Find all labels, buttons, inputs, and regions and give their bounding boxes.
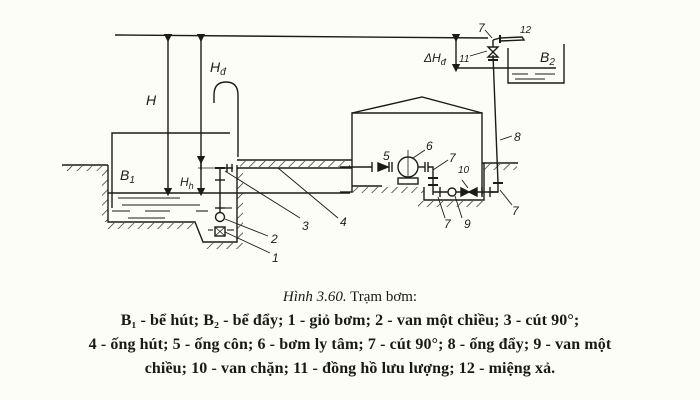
label-7-basement-right: 7	[512, 204, 520, 218]
label-4: 4	[340, 215, 347, 229]
label-8: 8	[514, 130, 521, 144]
outlet-12	[492, 36, 526, 42]
label-7-basement-left: 7	[444, 217, 452, 231]
cone-pipe-5	[377, 161, 390, 173]
label-Hd: Hđ	[210, 59, 227, 78]
check-valve-2	[214, 211, 226, 223]
caption-legend-line-3: chiều; 10 - van chặn; 11 - đồng hồ lưu l…	[144, 360, 556, 377]
b1-shelter	[111, 132, 230, 208]
label-B1: B1	[120, 167, 135, 186]
discharge-pipe-8	[492, 54, 499, 184]
label-3: 3	[302, 219, 309, 233]
pump-station-diagram: B1 B2 H Hđ Hh ΔHđ 1 2 3 4 5 6 7 7 7 7 8 …	[62, 21, 565, 265]
label-7-top: 7	[478, 21, 486, 35]
label-5: 5	[383, 149, 390, 163]
label-9: 9	[464, 217, 471, 231]
pump-house	[351, 112, 483, 195]
figure-title: Trạm bơm:	[346, 289, 418, 305]
check-valve-9	[447, 187, 457, 197]
label-B2: B2	[540, 49, 555, 68]
caption-legend-line-2: 4 - ống hút; 5 - ống côn; 6 - bơm ly tâm…	[88, 336, 612, 353]
discharge-level-line	[114, 34, 489, 39]
gate-valve-10	[460, 186, 478, 198]
label-11: 11	[459, 54, 469, 65]
flow-meter-11	[486, 46, 500, 58]
b2-tank	[507, 44, 565, 84]
label-dHd: ΔHđ	[423, 51, 447, 67]
label-1: 1	[272, 251, 279, 265]
label-2: 2	[270, 232, 278, 246]
label-7-pump: 7	[449, 151, 457, 165]
label-6: 6	[426, 139, 433, 153]
label-10: 10	[458, 165, 470, 176]
caption-legend-line-1: B₁ - bể hút; B₂ - bể đẩy; 1 - giỏ bơm; 2…	[120, 312, 580, 329]
label-H: H	[146, 92, 157, 108]
pump-house-roof	[351, 96, 483, 114]
vent-hook-pipe	[213, 81, 239, 157]
figure-number: Hình 3.60.	[282, 289, 347, 305]
label-12: 12	[520, 25, 532, 36]
label-Hh: Hh	[180, 175, 194, 191]
figure-caption-title: Hình 3.60. Trạm bơm:	[0, 289, 700, 306]
